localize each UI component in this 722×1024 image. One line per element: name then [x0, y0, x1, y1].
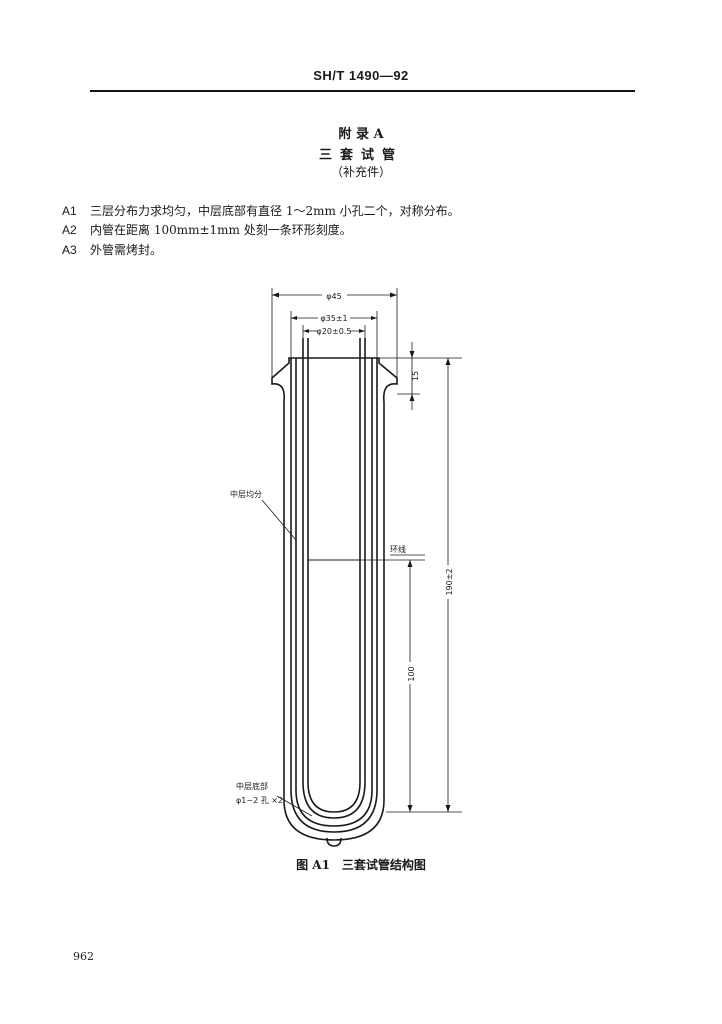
sealed-tip: [326, 837, 342, 847]
appendix-note: （补充件）: [330, 165, 391, 179]
appendix-title: 附 录 A: [338, 127, 384, 142]
clause-a2: A2 内管在距离 100mm±1mm 处刻一条环形刻度。: [62, 221, 352, 238]
flange-seal: [271, 357, 398, 403]
middle-tube-inner-wall: [295, 358, 373, 827]
page-number: 962: [73, 950, 94, 963]
dim-total-height: 190±2: [445, 568, 454, 595]
label-middle-uniform: 中层均分: [230, 489, 262, 499]
clause-text: 三层分布力求均匀，中层底部有直径 1～2mm 小孔二个，对称分布。: [90, 204, 460, 218]
label-ring-line: 环线: [390, 544, 406, 554]
dim-middle-diameter: φ35±1: [320, 314, 347, 323]
dim-inner-diameter: φ20±0.5: [317, 327, 352, 336]
clause-text: 内管在距离 100mm±1mm 处刻一条环形刻度。: [90, 223, 352, 237]
dim-outer-diameter: φ45: [326, 292, 341, 301]
leader-middle-uniform: [261, 499, 297, 541]
clause-number: A2: [62, 223, 77, 237]
leader-middle-bottom: [276, 795, 313, 817]
dimension-arrows: [272, 292, 451, 812]
dim-flange: 15: [411, 371, 420, 381]
standard-code: SH/T 1490—92: [313, 68, 409, 83]
clause-number: A3: [62, 243, 77, 257]
label-middle-bottom-line2: φ1~2 孔 ×2: [236, 796, 283, 805]
inner-tube-inner-wall: [307, 338, 361, 813]
clause-number: A1: [62, 204, 77, 218]
label-middle-bottom-line1: 中层底部: [236, 781, 268, 791]
clause-a1: A1 三层分布力求均匀，中层底部有直径 1～2mm 小孔二个，对称分布。: [62, 202, 460, 219]
middle-tube-outer-wall: [290, 358, 378, 833]
inner-tube-outer-wall: [302, 338, 366, 819]
clause-a3: A3 外管需烤封。: [62, 241, 162, 258]
clause-text: 外管需烤封。: [90, 243, 163, 257]
outer-tube: [283, 402, 385, 841]
header-rule: [90, 90, 635, 92]
dim-ring-height: 100: [407, 666, 416, 681]
dimension-lines: [261, 288, 462, 817]
figure-caption: 图 A1 三套试管结构图: [296, 858, 426, 872]
tube-outlines: [271, 338, 398, 847]
appendix-subtitle: 三套试管: [318, 148, 403, 163]
